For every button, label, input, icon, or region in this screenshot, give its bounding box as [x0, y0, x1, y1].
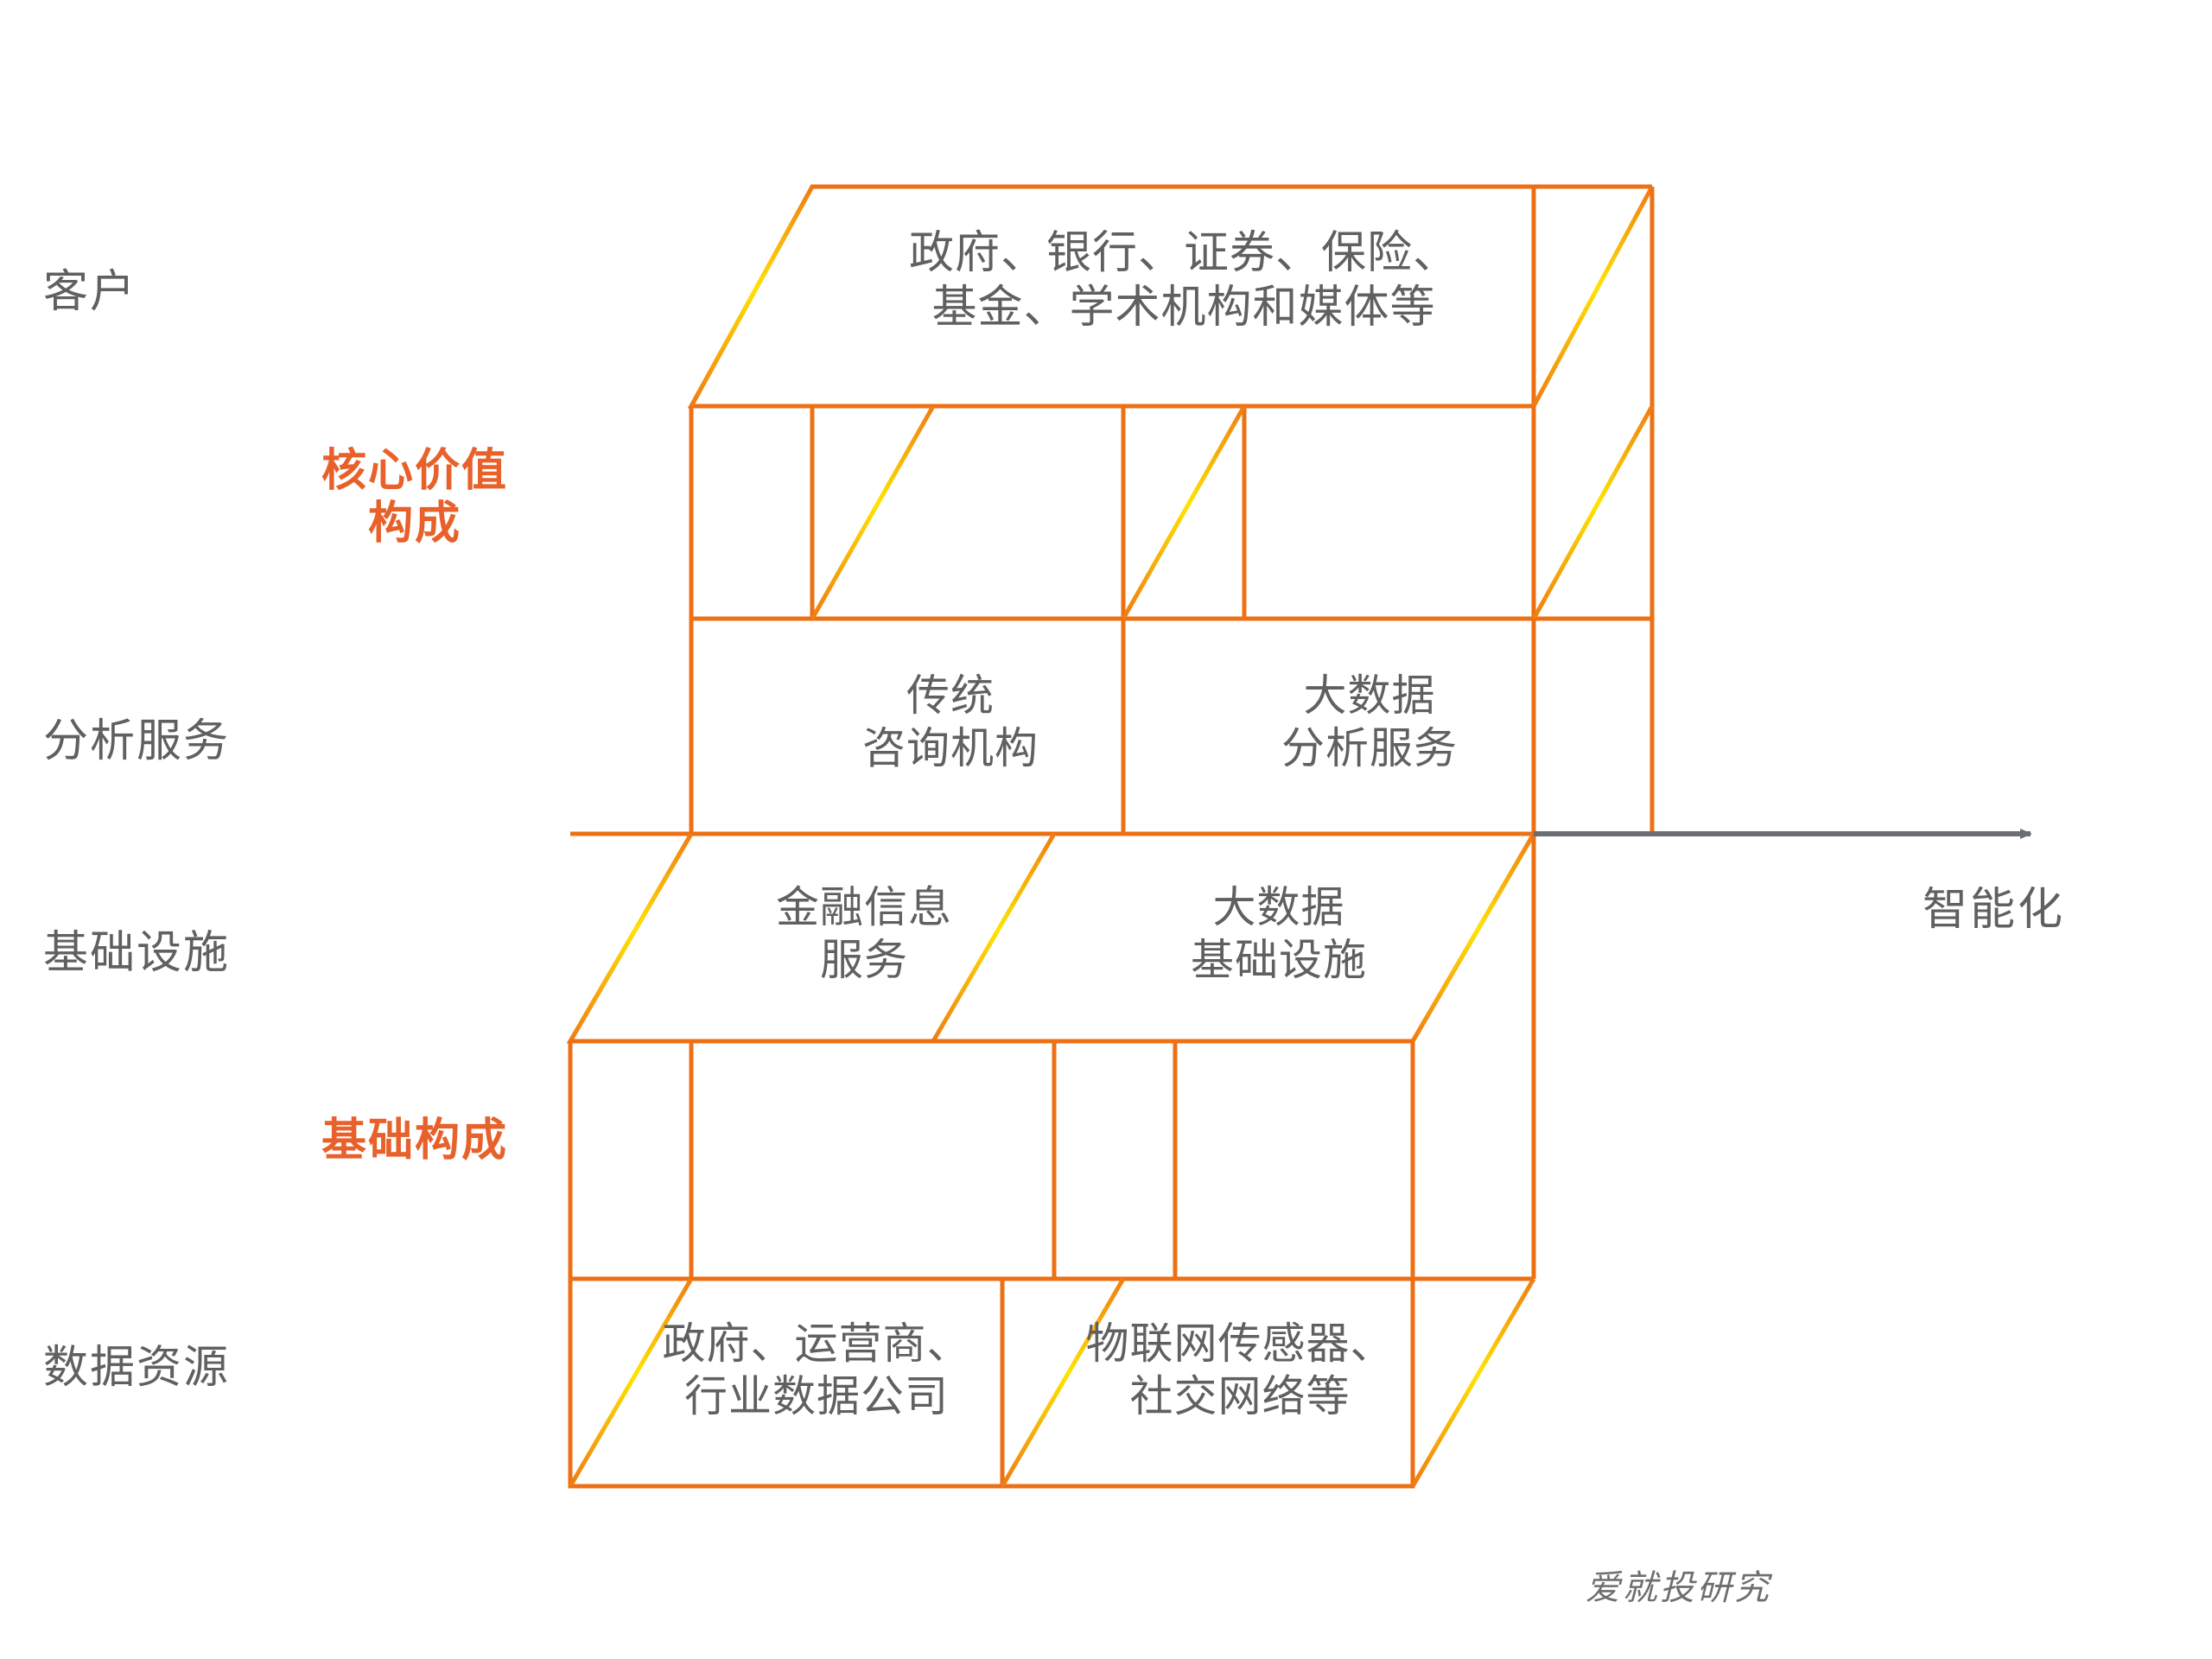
face-data-front — [568, 1276, 1415, 1489]
cell-analysis-left: 传统 咨询机构 — [795, 670, 1106, 775]
edge-diag-d2 — [1000, 1277, 1126, 1488]
group-label-base: 基础构成 — [285, 1115, 544, 1167]
cell-data-right-line1: 物联网传感器、 — [1085, 1319, 1395, 1368]
cell-analysis-right: 大数据 分析服务 — [1214, 670, 1525, 775]
cell-infra-left: 金融信息 服务 — [709, 881, 1020, 987]
edge-diag-d3 — [1410, 1277, 1536, 1488]
cell-infra-right: 大数据 基础设施 — [1123, 881, 1434, 987]
cell-analysis-right-line1: 大数据 — [1303, 671, 1436, 720]
cell-infra-left-line2: 服务 — [820, 936, 908, 984]
edge-diag-i2 — [931, 832, 1057, 1043]
left-label-infrastructure: 基础设施 — [43, 928, 231, 978]
cell-infra-right-line1: 大数据 — [1212, 883, 1345, 931]
cell-data-right-line2: 社交网络等 — [1129, 1372, 1351, 1421]
cell-analysis-right-line2: 分析服务 — [1281, 724, 1458, 772]
edge-diag-i3 — [1410, 832, 1536, 1043]
cell-top-face-line2: 基金、学术机构和媒体等 — [931, 283, 1436, 334]
axis-label-intelligence: 智能化 — [1923, 885, 2066, 935]
left-label-data-resource: 数据资源 — [43, 1343, 231, 1393]
edge-diag-a2 — [1121, 404, 1247, 620]
cell-top-face-customers: 政府、银行、证券、保险、 基金、学术机构和媒体等 — [812, 226, 1555, 336]
left-label-analysis: 分析服务 — [43, 716, 231, 766]
edge-diag-i1 — [568, 832, 694, 1043]
cell-data-left-line1: 政府、运营商、 — [662, 1319, 971, 1368]
cell-analysis-left-line1: 传统 — [906, 671, 995, 720]
cell-data-right: 物联网传感器、 社交网络等 — [1058, 1318, 1421, 1423]
cell-infra-left-line1: 金融信息 — [776, 883, 952, 931]
cube-orange-edges — [566, 184, 1655, 1489]
cell-top-face-line1: 政府、银行、证券、保险、 — [908, 228, 1459, 278]
left-label-customer: 客户 — [43, 267, 137, 317]
cell-infra-right-line2: 基础设施 — [1191, 936, 1367, 984]
cell-data-left: 政府、运营商、 行业数据公司 — [635, 1318, 998, 1423]
edge-diag-top-left — [689, 185, 815, 408]
watermark: 爱就投研究 — [1586, 1569, 1771, 1607]
group-label-base-line1: 基础构成 — [321, 1116, 508, 1166]
group-label-core-value-line2: 构成 — [367, 499, 461, 550]
cell-data-left-line2: 行业数据公司 — [684, 1372, 949, 1421]
edge-diag-a1 — [810, 404, 936, 620]
edge-diag-d1 — [568, 1277, 694, 1488]
cell-analysis-left-line2: 咨询机构 — [862, 724, 1039, 772]
group-label-core-value: 核心价值 构成 — [285, 445, 544, 551]
edge-diag-a3 — [1531, 404, 1655, 620]
group-label-core-value-line1: 核心价值 — [321, 446, 508, 496]
edge-diag-top-right — [1531, 185, 1655, 408]
